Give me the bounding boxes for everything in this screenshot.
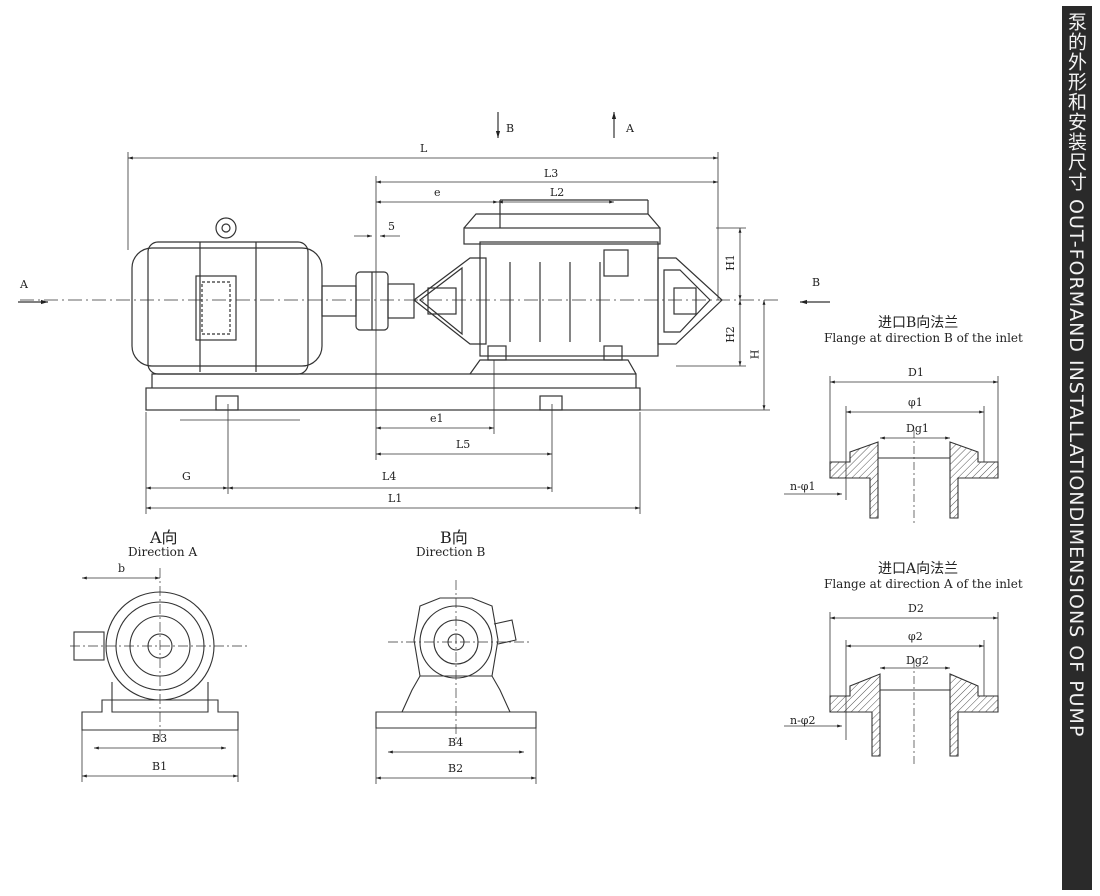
dim-n-phi1: n-φ1 bbox=[790, 480, 816, 493]
dim-L2: L2 bbox=[550, 186, 565, 199]
sidebar-title: 泵的外形和安装尺寸 OUT-FORMAND INSTALLATIONDIMENS… bbox=[1065, 12, 1087, 738]
direction-a-title-en: Direction A bbox=[128, 545, 198, 559]
dim-D2: D2 bbox=[908, 602, 924, 615]
dim-G: G bbox=[182, 470, 191, 483]
flange-b-section bbox=[784, 376, 999, 526]
dim-L1: L1 bbox=[388, 492, 403, 505]
label-view-b-right: B bbox=[812, 276, 821, 289]
label-view-b-top: B bbox=[506, 122, 515, 135]
dim-B2: B2 bbox=[448, 762, 464, 775]
dim-L: L bbox=[420, 142, 428, 155]
dim-5: 5 bbox=[388, 220, 395, 233]
dim-H: H bbox=[748, 349, 762, 360]
dim-L4: L4 bbox=[382, 470, 397, 483]
dim-B4: B4 bbox=[448, 736, 464, 749]
dim-Dg1: Dg1 bbox=[906, 422, 929, 435]
dim-H1: H1 bbox=[723, 254, 737, 271]
dimension-lines bbox=[127, 152, 770, 514]
dim-B3: B3 bbox=[152, 732, 168, 745]
direction-b-view bbox=[375, 580, 537, 784]
flange-a-section bbox=[784, 612, 999, 766]
dim-e: e bbox=[434, 186, 441, 199]
coupling bbox=[321, 271, 415, 331]
direction-a-view bbox=[70, 568, 250, 782]
pump-body bbox=[413, 199, 723, 361]
flange-b-title-en: Flange at direction B of the inlet bbox=[824, 331, 1023, 345]
sidebar-band bbox=[1062, 6, 1092, 890]
dim-phi2: φ2 bbox=[908, 630, 923, 643]
direction-b-title-en: Direction B bbox=[416, 545, 486, 559]
motor bbox=[131, 217, 323, 375]
flange-a-title-cn: 进口A向法兰 bbox=[878, 561, 959, 577]
flange-a-title-en: Flange at direction A of the inlet bbox=[824, 577, 1023, 591]
base-plate bbox=[145, 359, 641, 411]
dim-e1: e1 bbox=[430, 412, 444, 425]
dim-n-phi2: n-φ2 bbox=[790, 714, 816, 727]
label-view-a-left: A bbox=[20, 278, 28, 291]
dim-b: b bbox=[118, 562, 126, 575]
dim-L5: L5 bbox=[456, 438, 471, 451]
label-view-a-top: A bbox=[626, 122, 634, 135]
dim-phi1: φ1 bbox=[908, 396, 923, 409]
direction-a-title-cn: A向 bbox=[150, 528, 178, 547]
dim-L3: L3 bbox=[544, 167, 559, 180]
dim-B1: B1 bbox=[152, 760, 168, 773]
dim-H2: H2 bbox=[723, 326, 737, 343]
direction-b-title-cn: B向 bbox=[440, 528, 468, 547]
dim-D1: D1 bbox=[908, 366, 924, 379]
flange-b-title-cn: 进口B向法兰 bbox=[878, 315, 959, 331]
dim-Dg2: Dg2 bbox=[906, 654, 929, 667]
